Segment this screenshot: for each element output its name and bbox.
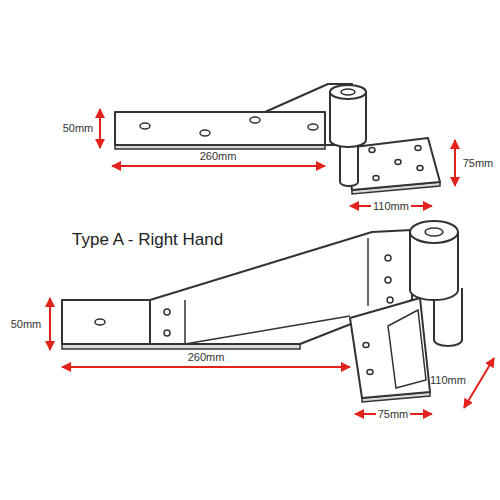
dimension-label: 50mm (9, 318, 44, 331)
dimension-label: 260mm (186, 351, 227, 364)
dimension-label: 75mm (376, 408, 411, 421)
dimension-arrows (50, 109, 494, 414)
dimension-label: 110mm (428, 374, 468, 387)
dimension-label: 75mm (461, 157, 496, 170)
dimension-label: 260mm (198, 150, 239, 163)
top-hinge (115, 84, 440, 194)
dimension-label: 110mm (371, 200, 411, 213)
dimension-label: 50mm (61, 122, 96, 135)
bottom-hinge (62, 221, 462, 402)
diagram-title: Type A - Right Hand (72, 230, 223, 250)
